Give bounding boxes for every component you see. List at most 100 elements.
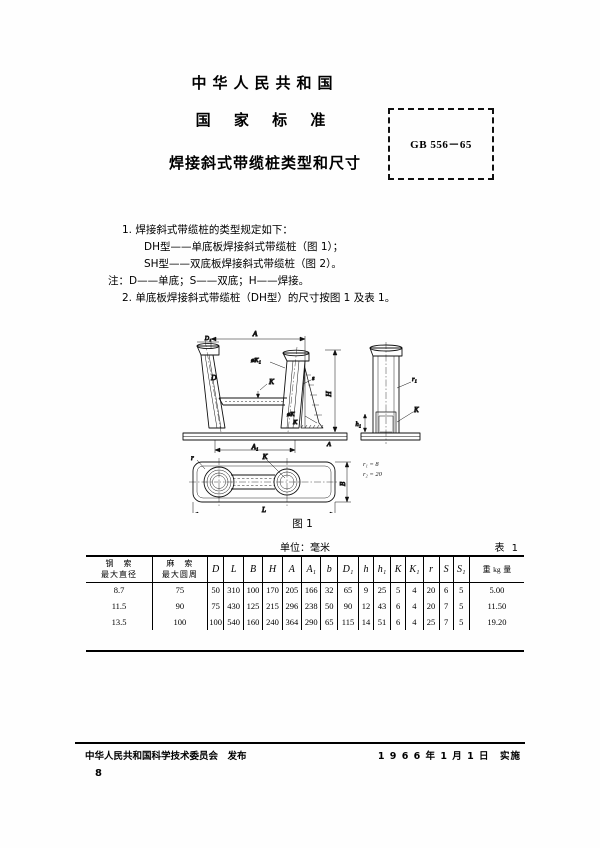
- cell-wire-rope: 13.5: [86, 614, 154, 630]
- cell-B: 125: [242, 598, 264, 614]
- figure-note-r1: r₁ = 8: [363, 461, 379, 468]
- col-header-L: L: [223, 556, 244, 582]
- cell-h: 9: [357, 582, 375, 598]
- cell-weight: 11.50: [468, 598, 524, 614]
- page-number: 8: [95, 768, 102, 779]
- col-header-h1: h₁: [373, 556, 391, 582]
- cell-S1: 5: [452, 598, 470, 614]
- col-header-D: D: [206, 556, 225, 582]
- standard-number: GB 556－65: [410, 139, 472, 151]
- clause-item: 1. 焊接斜式带缆桩的类型规定如下：: [122, 224, 293, 236]
- col-header-H: H: [262, 556, 283, 582]
- svg-text:s: s: [312, 375, 315, 382]
- col-header-r: r: [422, 556, 440, 582]
- cell-b: 65: [320, 614, 339, 630]
- cell-b: 32: [320, 582, 339, 598]
- col-header-wire-rope: 钢 索 最大直径: [86, 556, 154, 582]
- table-row: 11.5 90 75 430 125 215 296 238 50 90 12 …: [86, 598, 524, 614]
- cell-H: 170: [262, 582, 283, 598]
- cell-D1: 65: [337, 582, 359, 598]
- cell-b: 50: [320, 598, 339, 614]
- cell-S: 7: [438, 598, 454, 614]
- svg-text:r₁: r₁: [412, 376, 417, 383]
- cell-K: 5: [389, 582, 407, 598]
- svg-text:H: H: [324, 391, 333, 398]
- clause-note: 注：D——单底；S——双底；H——焊接。: [108, 275, 310, 287]
- col-header-hemp-rope-bot: 最大圆周: [161, 570, 198, 579]
- cell-r: 20: [422, 598, 440, 614]
- table-row: 8.7 75 50 310 100 170 205 166 32 65 9 25…: [86, 582, 524, 598]
- clause-list: 1. 焊接斜式带缆桩的类型规定如下： DH型——单底板焊接斜式带缆桩（图 1）；…: [108, 222, 508, 307]
- col-header-K1: K₁: [405, 556, 424, 582]
- col-header-weight-bot: 量: [503, 564, 512, 574]
- svg-text:L: L: [261, 505, 266, 513]
- col-header-A: A: [281, 556, 303, 582]
- svg-text:h₁: h₁: [355, 421, 361, 428]
- table-body: 8.7 75 50 310 100 170 205 166 32 65 9 25…: [86, 582, 524, 630]
- svg-text:r: r: [191, 454, 194, 462]
- svg-text:A₁: A₁: [251, 443, 259, 451]
- cell-A1: 166: [301, 582, 322, 598]
- svg-text:D₁: D₁: [204, 336, 211, 342]
- cell-K: 6: [389, 614, 407, 630]
- standard-line: 国 家 标 准: [195, 111, 335, 129]
- col-header-D1: D₁: [337, 556, 359, 582]
- col-header-S1: S₁: [452, 556, 470, 582]
- cell-H: 240: [262, 614, 283, 630]
- cell-L: 430: [223, 598, 244, 614]
- col-header-weight-top: 重: [482, 564, 491, 574]
- svg-text:K: K: [261, 452, 268, 461]
- cell-r: 25: [422, 614, 440, 630]
- cell-K: 6: [389, 598, 407, 614]
- col-header-hemp-rope: 麻 索 最大圆周: [152, 556, 208, 582]
- clause-item: 2. 单底板焊接斜式带缆桩（DH型）的尺寸按图 1 及表 1。: [122, 292, 396, 304]
- technical-drawing-figure-1: A D₁ D H: [175, 328, 430, 513]
- col-header-h: h: [357, 556, 375, 582]
- cell-D: 50: [206, 582, 225, 598]
- cell-A1: 290: [301, 614, 322, 630]
- col-header-A1: A₁: [301, 556, 322, 582]
- figure-caption: 图 1: [292, 518, 313, 530]
- cell-D1: 115: [337, 614, 359, 630]
- cell-K1: 4: [405, 598, 424, 614]
- svg-text:øK₁: øK₁: [250, 357, 261, 364]
- svg-text:K: K: [292, 419, 298, 426]
- cell-A: 364: [281, 614, 303, 630]
- cell-K1: 4: [405, 614, 424, 630]
- cell-S1: 5: [452, 614, 470, 630]
- cell-weight: 5.00: [468, 582, 524, 598]
- svg-text:A: A: [326, 441, 331, 448]
- cell-B: 160: [242, 614, 264, 630]
- cell-hemp-rope: 100: [152, 614, 208, 630]
- col-header-S: S: [438, 556, 454, 582]
- col-header-weight-unit: kg: [493, 564, 501, 574]
- publisher-text: 中华人民共和国科学技术委员会 发布: [85, 751, 247, 762]
- cell-wire-rope: 8.7: [86, 582, 154, 598]
- svg-text:øK: øK: [286, 411, 295, 418]
- cell-K1: 4: [405, 582, 424, 598]
- cell-hemp-rope: 90: [152, 598, 208, 614]
- cell-D1: 90: [337, 598, 359, 614]
- svg-text:K: K: [413, 406, 419, 414]
- cell-S: 6: [438, 582, 454, 598]
- clause-item: SH型——双底板焊接斜式带缆桩（图 2）。: [144, 258, 342, 270]
- cell-A: 205: [281, 582, 303, 598]
- bollard-drawing-svg: A D₁ D H: [182, 329, 421, 513]
- cell-h1: 25: [373, 582, 391, 598]
- cell-h: 12: [357, 598, 375, 614]
- cell-r: 20: [422, 582, 440, 598]
- table-bottom-rule: [86, 650, 524, 652]
- svg-text:B: B: [339, 481, 347, 486]
- effective-date-text: 1 9 6 6 年 1 月 1 日 实施: [377, 751, 521, 762]
- figure-note-r2: r₂ = 20: [363, 471, 383, 478]
- cell-hemp-rope: 75: [152, 582, 208, 598]
- spec-table: 钢 索 最大直径 麻 索 最大圆周 D L B H A: [86, 556, 524, 630]
- table-header-rule: [86, 582, 524, 583]
- cell-L: 310: [223, 582, 244, 598]
- cell-A1: 238: [301, 598, 322, 614]
- col-header-hemp-rope-top: 麻 索: [166, 559, 194, 568]
- page-title: 焊接斜式带缆桩类型和尺寸: [168, 154, 361, 172]
- cell-h1: 51: [373, 614, 391, 630]
- col-header-weight: 重 kg 量: [468, 556, 524, 582]
